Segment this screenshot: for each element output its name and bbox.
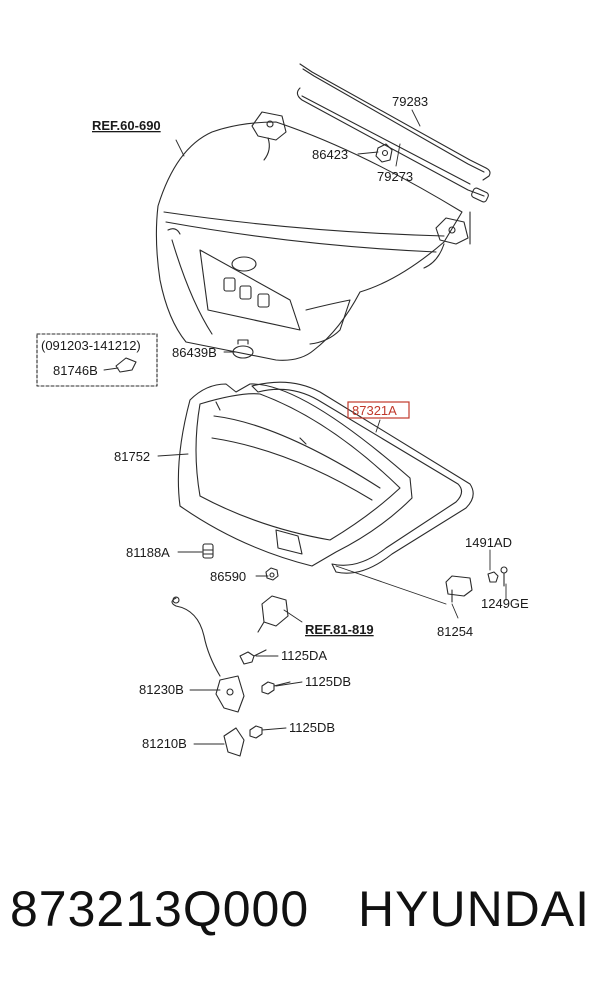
- highlight-box: [347, 401, 410, 419]
- nut-86590: [265, 567, 279, 581]
- bolt-1125DB-upper: [261, 681, 291, 695]
- callout-1125DB-upper: 1125DB: [305, 674, 351, 689]
- callout-79273: 79273: [377, 169, 413, 184]
- trunk-hinge-right: [423, 211, 471, 269]
- ref-label-60-690[interactable]: REF.60-690: [92, 118, 161, 133]
- date-range-box: [36, 333, 158, 387]
- bolt-1125DB-lower: [249, 725, 263, 739]
- trunk-lid-trim-81752: [177, 383, 413, 567]
- retainer-81746B: [115, 357, 137, 373]
- callout-86423: 86423: [312, 147, 348, 162]
- bolt-1125DA: [239, 649, 267, 665]
- torsion-rod-79283: [299, 63, 491, 181]
- callout-86439B: 86439B: [172, 345, 217, 360]
- fastener-1491AD: [487, 571, 499, 583]
- striker-81254: [445, 575, 473, 603]
- weatherstrip-87321A: [251, 381, 474, 574]
- brand-caption: HYUNDAI: [358, 881, 591, 937]
- callout-81746B: 81746B: [53, 363, 98, 378]
- trunk-lid-panel: [155, 121, 463, 361]
- latch-ref-81-819: [257, 595, 289, 633]
- callout-81188A: 81188A: [126, 545, 170, 560]
- callout-81752: 81752: [114, 449, 150, 464]
- part-number-caption: 873213Q000: [10, 881, 310, 937]
- actuator-81210B: [215, 727, 245, 757]
- trunk-hinge-left: [251, 111, 287, 161]
- callout-86590: 86590: [210, 569, 246, 584]
- callout-81230B: 81230B: [139, 682, 184, 697]
- callout-1125DB-lower: 1125DB: [289, 720, 335, 735]
- clip-86423: [375, 143, 393, 163]
- leader-lines: [103, 109, 507, 745]
- torsion-rod-79273: [296, 87, 489, 203]
- grommet-81188A: [202, 543, 214, 559]
- callout-1491AD: 1491AD: [465, 535, 512, 550]
- ref-label-81-819[interactable]: REF.81-819: [305, 622, 374, 637]
- release-cable: [171, 596, 221, 677]
- callout-87321A[interactable]: 87321A: [352, 403, 397, 418]
- callout-1125DA: 1125DA: [281, 648, 327, 663]
- callout-1249GE: 1249GE: [481, 596, 529, 611]
- latch-81230B: [215, 675, 245, 713]
- callout-81254: 81254: [437, 624, 473, 639]
- callout-79283: 79283: [392, 94, 428, 109]
- screw-1249GE: [500, 566, 508, 587]
- date-range-label: (091203-141212): [41, 338, 141, 353]
- callout-81210B: 81210B: [142, 736, 187, 751]
